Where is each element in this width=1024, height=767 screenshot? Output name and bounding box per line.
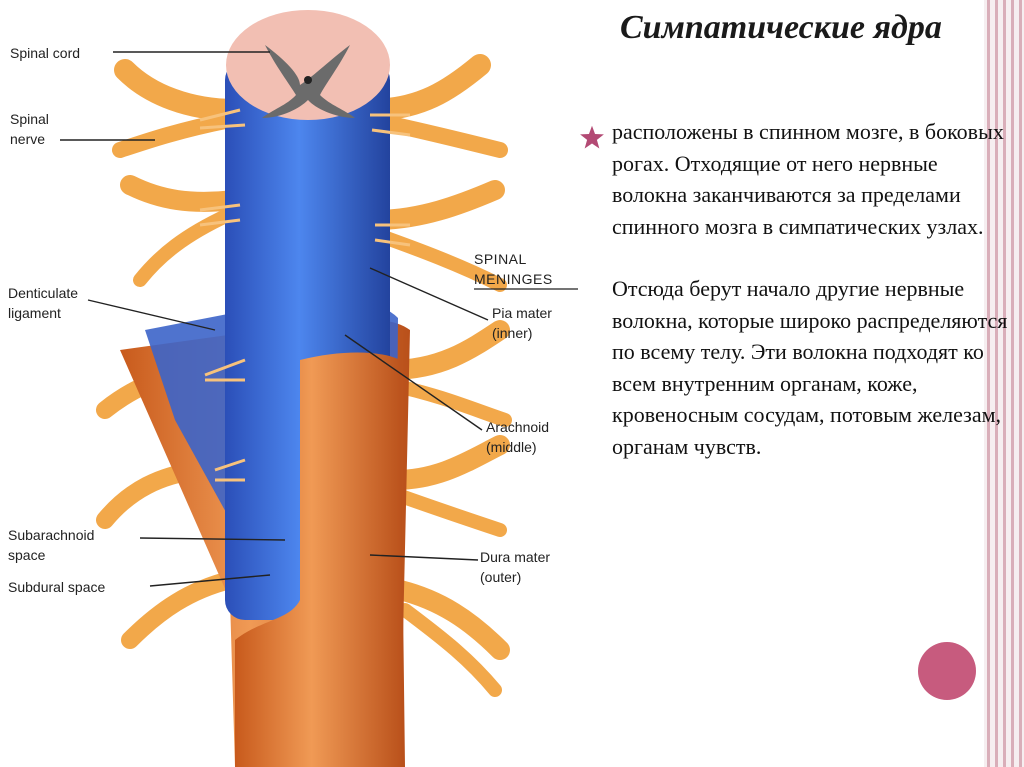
diagram-labels: Spinal cord Spinal nerve Denticulate lig… — [8, 45, 578, 595]
paragraph-2: Отсюда берут начало другие нервные волок… — [612, 276, 1008, 459]
label-meninges-line1: SPINAL — [474, 251, 527, 267]
label-dura-line1: Dura mater — [480, 549, 550, 565]
dura-front — [235, 352, 405, 767]
label-spinal-cord: Spinal cord — [10, 45, 80, 61]
label-dura-line2: (outer) — [480, 569, 521, 585]
label-pia-line1: Pia mater — [492, 305, 552, 321]
star-bullet-icon — [580, 125, 604, 149]
spinal-cord-section — [226, 10, 390, 120]
label-denticulate-line2: ligament — [8, 305, 61, 321]
spinal-cord-diagram: Spinal cord Spinal nerve Denticulate lig… — [8, 10, 578, 767]
label-meninges-line2: MENINGES — [474, 271, 553, 287]
label-arachnoid-line1: Arachnoid — [486, 419, 549, 435]
label-spinal-nerve-line1: Spinal — [10, 111, 49, 127]
label-arachnoid-line2: (middle) — [486, 439, 537, 455]
paragraph-1: расположены в спинном мозге, в боковых р… — [612, 119, 1004, 239]
label-subdural: Subdural space — [8, 579, 106, 595]
label-subarachnoid-line1: Subarachnoid — [8, 527, 94, 543]
label-leader-lines — [60, 51, 489, 587]
label-denticulate-line1: Denticulate — [8, 285, 78, 301]
decorative-circle — [918, 642, 976, 700]
label-pia-line2: (inner) — [492, 325, 532, 341]
slide-title: Симпатические ядра — [620, 9, 942, 46]
decorative-stripes — [984, 0, 1024, 767]
label-spinal-nerve-line2: nerve — [10, 131, 45, 147]
slide-body: расположены в спинном мозге, в боковых р… — [612, 116, 1012, 462]
label-subarachnoid-line2: space — [8, 547, 46, 563]
nerve-rootlets — [199, 108, 411, 482]
